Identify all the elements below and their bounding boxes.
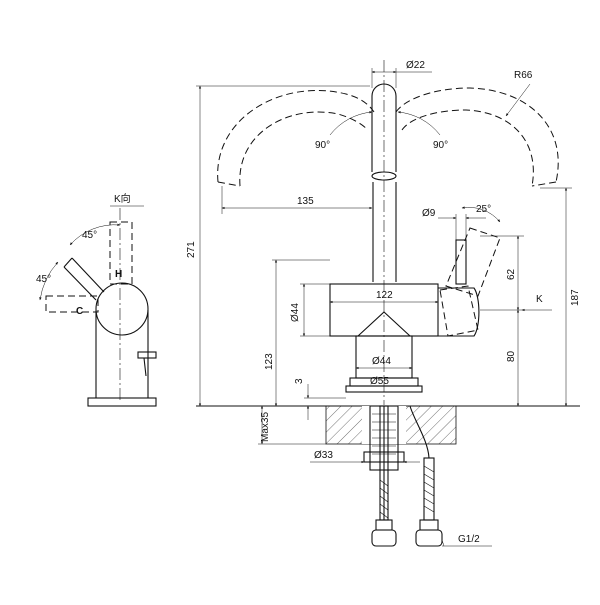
dim-handle-angle-arc bbox=[461, 206, 501, 223]
valve-cap-circle bbox=[95, 282, 149, 336]
fitting-left-nut bbox=[371, 529, 397, 547]
spout-swing-right-outer bbox=[395, 87, 559, 183]
cold-label: C bbox=[76, 306, 83, 317]
side-knob-stem bbox=[143, 357, 147, 377]
side-base-plate bbox=[87, 397, 157, 407]
handle-ghost-upright bbox=[109, 221, 133, 285]
dim-base-diameter: Ø44 bbox=[372, 356, 391, 367]
dim-handle-diameter: Ø9 bbox=[422, 208, 436, 219]
dim-spout-diameter: Ø22 bbox=[406, 60, 425, 71]
angle-arc-left bbox=[39, 261, 59, 301]
hose-right-braid bbox=[423, 465, 435, 513]
dim-body-diameter: Ø44 bbox=[290, 303, 301, 322]
angle-arc-top bbox=[69, 223, 121, 246]
dim-body-width: 122 bbox=[376, 290, 393, 301]
handle-ghost-tilted bbox=[445, 227, 501, 297]
swing-left-arc bbox=[329, 111, 373, 136]
hose-right bbox=[423, 457, 435, 521]
dim-body-height: 123 bbox=[264, 353, 275, 370]
dim-max-thickness: Max35 bbox=[260, 412, 271, 442]
dim-spout-radius: R66 bbox=[514, 70, 533, 81]
swing-left-label: 90° bbox=[315, 140, 330, 151]
swing-right-label: 90° bbox=[433, 140, 448, 151]
dim-lower-height: 80 bbox=[506, 350, 517, 362]
handle-angled-tip bbox=[63, 257, 73, 268]
side-view: K向 45° 45° H C bbox=[36, 192, 157, 407]
spout-swing-left-outer bbox=[217, 90, 375, 183]
dim-handle-angle: 25° bbox=[476, 204, 491, 215]
view-arrow-label: K bbox=[536, 294, 543, 305]
main-view: 90° 90° Ø22 R66 135 Ø9 25 bbox=[186, 60, 581, 547]
handle-lever bbox=[455, 239, 467, 285]
handle-ghost-left bbox=[45, 295, 99, 313]
side-knob bbox=[137, 351, 157, 359]
angle-left-label: 45° bbox=[36, 274, 51, 285]
swing-right-arc bbox=[397, 111, 441, 136]
side-view-label: K向 bbox=[114, 192, 131, 205]
dim-shank-diameter: Ø33 bbox=[314, 450, 333, 461]
fitting-right-collar bbox=[419, 519, 439, 531]
dim-handle-height: 62 bbox=[506, 268, 517, 280]
spout-swing-right-end bbox=[531, 181, 557, 187]
angle-top-label: 45° bbox=[82, 230, 97, 241]
body-cone bbox=[357, 311, 411, 337]
handle-ghost-housing bbox=[439, 285, 479, 337]
hose-left-braid bbox=[379, 479, 389, 519]
handle-housing bbox=[438, 287, 480, 337]
dim-spacer: 3 bbox=[294, 378, 305, 384]
handle-angled-edge-b bbox=[63, 266, 97, 301]
dim-thread-tick bbox=[441, 539, 445, 547]
spout-swing-right-inner bbox=[401, 109, 534, 187]
spout-swing-left-inner bbox=[239, 111, 369, 187]
fitting-left-collar bbox=[375, 519, 393, 531]
hose-right-upper bbox=[409, 405, 430, 459]
dim-thread: G1/2 bbox=[458, 534, 480, 545]
dim-reach: 135 bbox=[297, 196, 314, 207]
handle-angled-edge-a bbox=[71, 257, 105, 293]
dim-flange-diameter: Ø55 bbox=[370, 376, 389, 387]
dim-total-height: 271 bbox=[186, 241, 197, 258]
dim-radius-leader bbox=[505, 83, 531, 117]
dim-right-height: 187 bbox=[570, 289, 581, 306]
hot-label: H bbox=[115, 269, 122, 280]
spout-swing-left-end bbox=[217, 181, 241, 187]
fitting-right-nut bbox=[415, 529, 443, 547]
